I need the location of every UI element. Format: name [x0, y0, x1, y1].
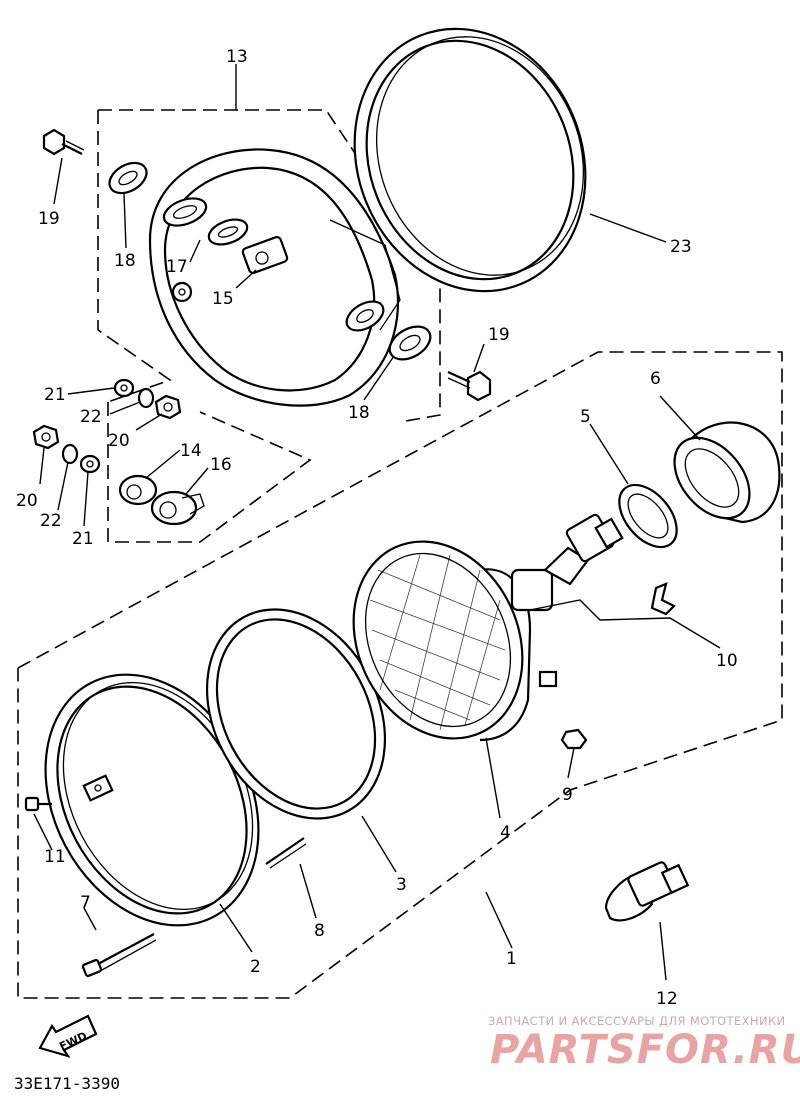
label-9: 9: [562, 785, 573, 805]
spacer-16: [150, 490, 205, 526]
bolt-19-upper: [42, 128, 85, 156]
label-22-lower: 22: [40, 511, 62, 531]
screw-11: [24, 796, 52, 812]
part-labels: 13 19 18 17 15 23 19 18 21 22 20 14 16 2…: [16, 47, 738, 1009]
leader-lines: [33, 64, 721, 981]
label-20-lower: 20: [16, 491, 38, 511]
label-12: 12: [656, 989, 678, 1009]
label-5: 5: [580, 407, 591, 427]
label-22-upper: 22: [80, 407, 102, 427]
socket-ring-5: [618, 483, 678, 549]
label-15: 15: [212, 289, 234, 309]
washer-22-upper: [137, 387, 155, 409]
label-19-upper: 19: [38, 209, 60, 229]
assembly-outline-1: [17, 351, 783, 999]
label-3: 3: [396, 875, 407, 895]
label-17: 17: [166, 257, 188, 277]
label-23: 23: [670, 237, 692, 257]
collar-14: [118, 474, 158, 506]
label-7: 7: [80, 893, 91, 913]
watermark-logo: PARTSFOR.RU: [490, 1027, 800, 1073]
lens-unit-4: [352, 540, 558, 742]
label-1: 1: [506, 949, 517, 969]
washer-21-lower: [79, 454, 101, 474]
label-18-lower: 18: [348, 403, 370, 423]
socket-cover-6: [673, 421, 781, 524]
label-20-upper: 20: [108, 431, 130, 451]
label-11: 11: [44, 847, 66, 867]
spring-clip-10: [650, 582, 676, 616]
label-6: 6: [650, 369, 661, 389]
nut-20-lower: [32, 424, 60, 450]
label-19-lower: 19: [488, 325, 510, 345]
washer-21-upper: [113, 378, 135, 398]
label-8: 8: [314, 921, 325, 941]
diagram-code: 33E171-3390: [14, 1074, 120, 1093]
headlight-case-13: [148, 148, 401, 407]
label-4: 4: [500, 823, 511, 843]
bulb-12: [604, 861, 690, 922]
rim-ring-23: [353, 27, 587, 293]
label-21-upper: 21: [44, 385, 66, 405]
grommet-18-lower: [388, 325, 432, 361]
label-18-upper: 18: [114, 251, 136, 271]
nut-9: [560, 728, 588, 750]
fwd-arrow: FWD: [38, 1014, 98, 1058]
label-10: 10: [716, 651, 738, 671]
screw-7: [81, 933, 157, 978]
grommet-18-upper: [108, 161, 148, 195]
label-13: 13: [226, 47, 248, 67]
bolt-19-lower: [447, 370, 492, 402]
nut-20-upper: [154, 394, 182, 420]
screw-8: [265, 837, 307, 869]
watermark-caption: ЗАПЧАСТИ И АКСЕССУАРЫ ДЛЯ МОТОТЕХНИКИ: [488, 1014, 786, 1028]
bulb-assembled: [543, 513, 624, 586]
label-21-lower: 21: [72, 529, 94, 549]
washer-22-lower: [61, 443, 79, 465]
label-14: 14: [180, 441, 202, 461]
label-2: 2: [250, 957, 261, 977]
label-16: 16: [210, 455, 232, 475]
